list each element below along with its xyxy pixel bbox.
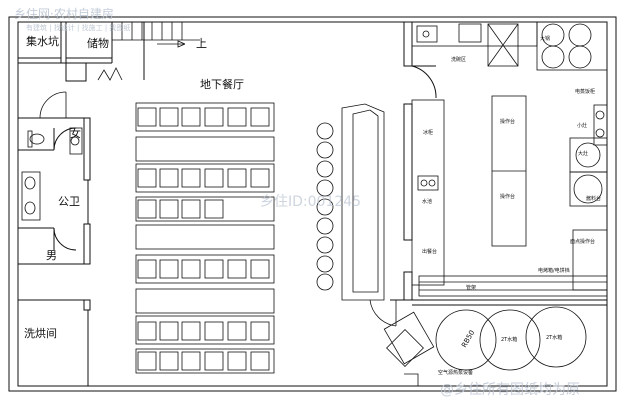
refrigerator-label: 冰柜: [423, 129, 433, 136]
dining-tables: [135, 102, 275, 374]
prep-table-2-label: 操作台: [500, 193, 515, 200]
dish-washing-label: 洗碗区: [451, 56, 466, 63]
kitchen-counters: [411, 21, 608, 297]
fixtures: [21, 127, 83, 221]
water-tank-1-label: 2T水箱: [501, 336, 517, 343]
prep-table-1-label: 操作台: [500, 118, 515, 125]
bar-counter: [341, 103, 385, 301]
counter-label: 管架: [466, 284, 476, 291]
pastry-table-label: 面点操作台: [570, 238, 595, 245]
big-stove-label: 大灶: [578, 150, 588, 157]
water-tanks: [383, 306, 587, 371]
stair-up-label: 上: [196, 37, 207, 50]
storage-label: 储物: [87, 36, 109, 50]
serving-table-label: 出餐台: [422, 248, 437, 255]
west-door-arcs: [39, 91, 67, 119]
rice-steamer-label: 电蒸饭柜: [575, 88, 595, 95]
door-arcs-right: [369, 299, 419, 386]
bar-stools: [316, 122, 334, 291]
watermark-bottom-right: @乡住所有图纸均为原: [440, 382, 580, 398]
female-toilet-label: 女: [70, 126, 81, 140]
sauce-table-label: 酱料台: [586, 195, 601, 202]
public-toilet-label: 公卫: [58, 195, 80, 208]
stair: [97, 22, 200, 81]
dining-hall-label: 地下餐厅: [200, 77, 244, 91]
sump-storage-walls: [18, 21, 145, 82]
male-toilet-label: 男: [46, 249, 57, 262]
kitchen-walls: [390, 21, 607, 306]
small-stove-label: 小灶: [577, 122, 587, 129]
water-tank-2-label: 2T水箱: [546, 334, 562, 341]
watermark-center: 乡住ID:001245: [260, 194, 361, 210]
tank-code-label: RB50: [460, 329, 476, 349]
sink-label: 水池: [422, 198, 432, 205]
oven-steamer-label: 电烤箱/电饼铛: [538, 267, 570, 274]
laundry-room-label: 洗烘间: [24, 326, 57, 340]
watermark-top-subtitle: 有建筑 | 找设计 | 找施工 | 找图纸: [26, 23, 130, 32]
sump-label: 集水坑: [26, 34, 59, 48]
toilet-block-walls: [17, 117, 91, 386]
watermark-top-title: 乡住网·农村自建房: [14, 6, 114, 21]
big-cauldron-label: 大锅: [540, 35, 550, 42]
air-source-label: 空气源热泵设备: [438, 369, 473, 376]
